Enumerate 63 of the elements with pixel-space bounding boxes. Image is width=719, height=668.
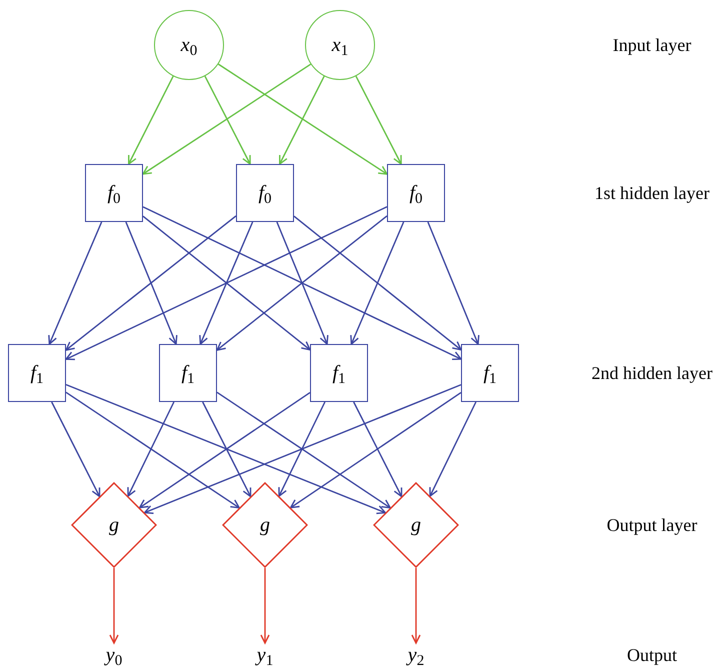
arrow — [216, 392, 391, 508]
node-label: y$_{2}$ — [408, 645, 424, 665]
layer-label: 1st hidden layer — [594, 184, 710, 202]
node-label: f$_{1}$ — [483, 363, 497, 383]
node-label: y$_{0}$ — [106, 645, 122, 665]
arrow — [125, 222, 178, 345]
hidden-node-box — [159, 344, 217, 402]
arrow — [202, 402, 252, 498]
node-label: y$_{1}$ — [256, 645, 274, 665]
node-label: f$_{1}$ — [181, 363, 195, 383]
layer-label: 2nd hidden layer — [592, 364, 712, 382]
arrow — [218, 64, 388, 175]
hidden-node-box — [8, 344, 66, 402]
arrow — [65, 206, 388, 360]
arrow — [353, 402, 402, 498]
arrow — [290, 392, 462, 508]
arrow — [142, 216, 311, 350]
node-label: f$_{1}$ — [332, 363, 346, 383]
hidden-node-box — [387, 164, 445, 222]
layer-label: Input layer — [612, 36, 692, 54]
arrow — [294, 216, 462, 350]
arrow — [138, 392, 310, 508]
arrow — [279, 76, 325, 165]
arrow — [127, 402, 174, 497]
node-label: g — [260, 515, 270, 535]
node-label: g — [411, 515, 421, 535]
arrow — [355, 76, 402, 165]
arrow — [427, 222, 480, 345]
node-label: x$_{0}$ — [180, 35, 198, 55]
arrow — [411, 568, 421, 644]
node-label: f$_{0}$ — [258, 183, 272, 203]
arrow — [276, 222, 328, 345]
arrow — [142, 64, 312, 175]
arrow — [48, 222, 102, 345]
output-diamond — [71, 482, 157, 568]
arrow — [142, 206, 462, 360]
hidden-node-box — [310, 344, 368, 402]
arrow — [66, 384, 386, 514]
arrow — [109, 568, 119, 644]
hidden-node-box — [85, 164, 143, 222]
arrow — [144, 384, 462, 514]
output-diamond — [222, 482, 308, 568]
arrow — [65, 215, 236, 351]
node-label: f$_{0}$ — [409, 183, 423, 203]
node-label: f$_{1}$ — [30, 363, 44, 383]
hidden-node-box — [236, 164, 294, 222]
layer-label: Output layer — [606, 516, 698, 534]
arrow — [204, 76, 251, 165]
layer-label: Output — [627, 646, 677, 664]
arrow — [350, 222, 404, 345]
node-label: x$_{1}$ — [332, 35, 348, 55]
arrow — [429, 402, 476, 497]
arrow — [128, 76, 174, 165]
arrow — [66, 392, 240, 508]
node-label: g — [109, 515, 119, 535]
arrow — [51, 402, 100, 498]
node-label: f$_{0}$ — [107, 183, 121, 203]
arrow — [216, 215, 388, 351]
arrow — [199, 222, 254, 345]
hidden-node-box — [461, 344, 519, 402]
output-diamond — [373, 482, 459, 568]
arrow — [260, 568, 270, 644]
arrow — [278, 402, 326, 497]
